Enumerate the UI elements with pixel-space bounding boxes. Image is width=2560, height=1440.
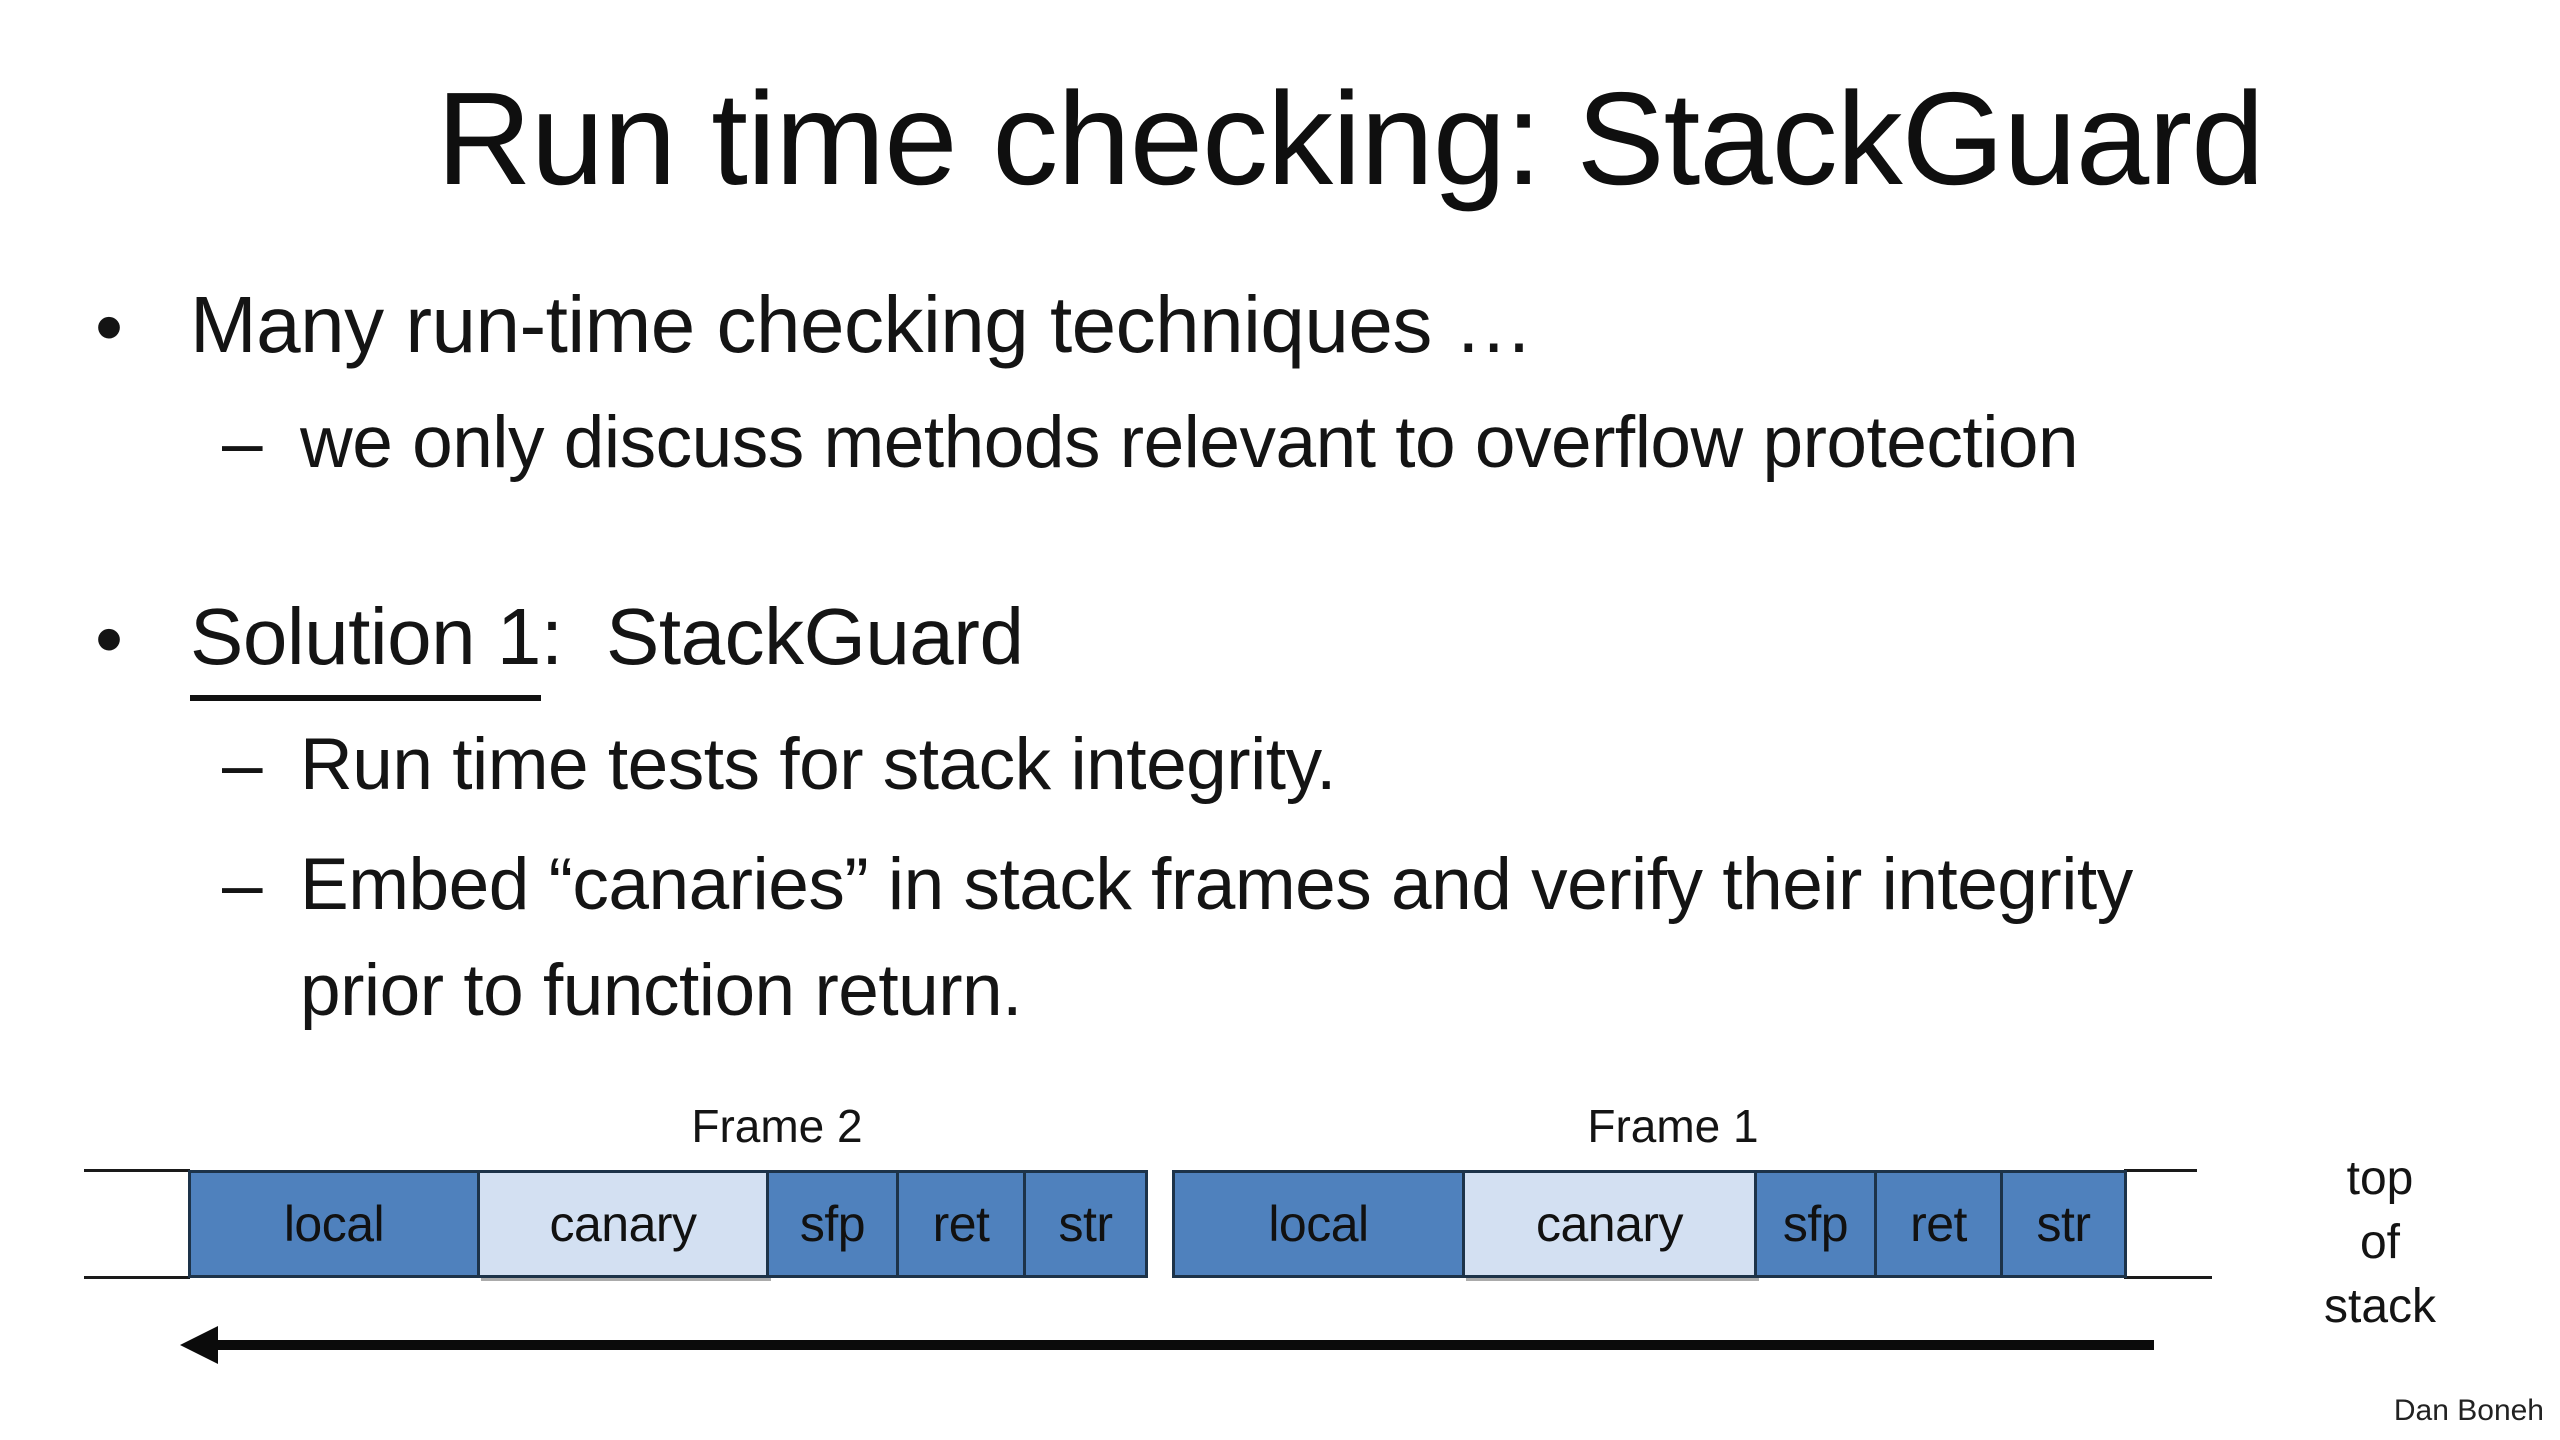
subbullet-embed-canaries-line2: prior to function return. (300, 950, 1022, 1031)
stack-segment-local: local (1172, 1170, 1465, 1278)
subbullet-runtime-tests: Run time tests for stack integrity. (300, 724, 1336, 805)
stack-segment-ret: ret (1874, 1170, 2003, 1278)
subbullet-overflow-protection: we only discuss methods relevant to over… (300, 402, 2079, 483)
stack-segment-canary: canary (477, 1170, 769, 1278)
stack-line-right-bottom (2124, 1276, 2212, 1279)
top-of-stack-line1: top (2346, 1152, 2414, 1205)
stack-growth-arrow-shaft (214, 1340, 2154, 1350)
subbullet-embed-canaries-line1: Embed “canaries” in stack frames and ver… (300, 844, 2133, 925)
dash-marker: – (222, 402, 263, 483)
solution1-underlined-text: Solution 1 (190, 597, 541, 701)
top-of-stack-line2: of (2359, 1216, 2401, 1269)
top-of-stack-line3: stack (2323, 1280, 2437, 1333)
frame1-label: Frame 1 (1587, 1100, 1759, 1152)
stack-growth-arrow-head (180, 1326, 218, 1364)
segment-label: ret (932, 1196, 990, 1252)
segment-label: local (1268, 1196, 1369, 1252)
bullet-marker: • (95, 594, 124, 683)
dash-marker: – (222, 724, 263, 805)
bullet-many-runtime-techniques: Many run-time checking techniques … (190, 280, 1534, 369)
attribution: Dan Boneh (2393, 1394, 2544, 1427)
stack-segment-str: str (1023, 1170, 1148, 1278)
bullet-solution1: Solution 1: StackGuard (190, 597, 1024, 701)
stack-segment-sfp: sfp (1754, 1170, 1877, 1278)
stack-line-left-bottom (84, 1276, 190, 1279)
segment-label: canary (549, 1196, 697, 1252)
stack-line-right-top (2124, 1169, 2197, 1172)
segment-label: str (2036, 1196, 2091, 1252)
frame2-label: Frame 2 (691, 1100, 863, 1152)
segment-label: sfp (799, 1196, 866, 1252)
stack-segment-ret: ret (896, 1170, 1026, 1278)
dash-marker: – (222, 844, 263, 925)
segment-label: canary (1535, 1196, 1684, 1252)
slide-title: Run time checking: StackGuard (436, 65, 2264, 212)
top-of-stack-label: top of stack (2290, 1147, 2470, 1339)
segment-label: local (283, 1196, 385, 1252)
bullet-marker: • (95, 282, 124, 371)
segment-label: sfp (1782, 1196, 1849, 1252)
solution1-rest-text: : StackGuard (540, 592, 1024, 681)
stack-segment-str: str (2000, 1170, 2127, 1278)
stack-segment-local: local (188, 1170, 480, 1278)
stack-segment-canary: canary (1462, 1170, 1757, 1278)
segment-label: str (1058, 1196, 1113, 1252)
stack-line-left-top (84, 1169, 190, 1172)
segment-label: ret (1910, 1196, 1967, 1252)
stack-segment-sfp: sfp (766, 1170, 899, 1278)
